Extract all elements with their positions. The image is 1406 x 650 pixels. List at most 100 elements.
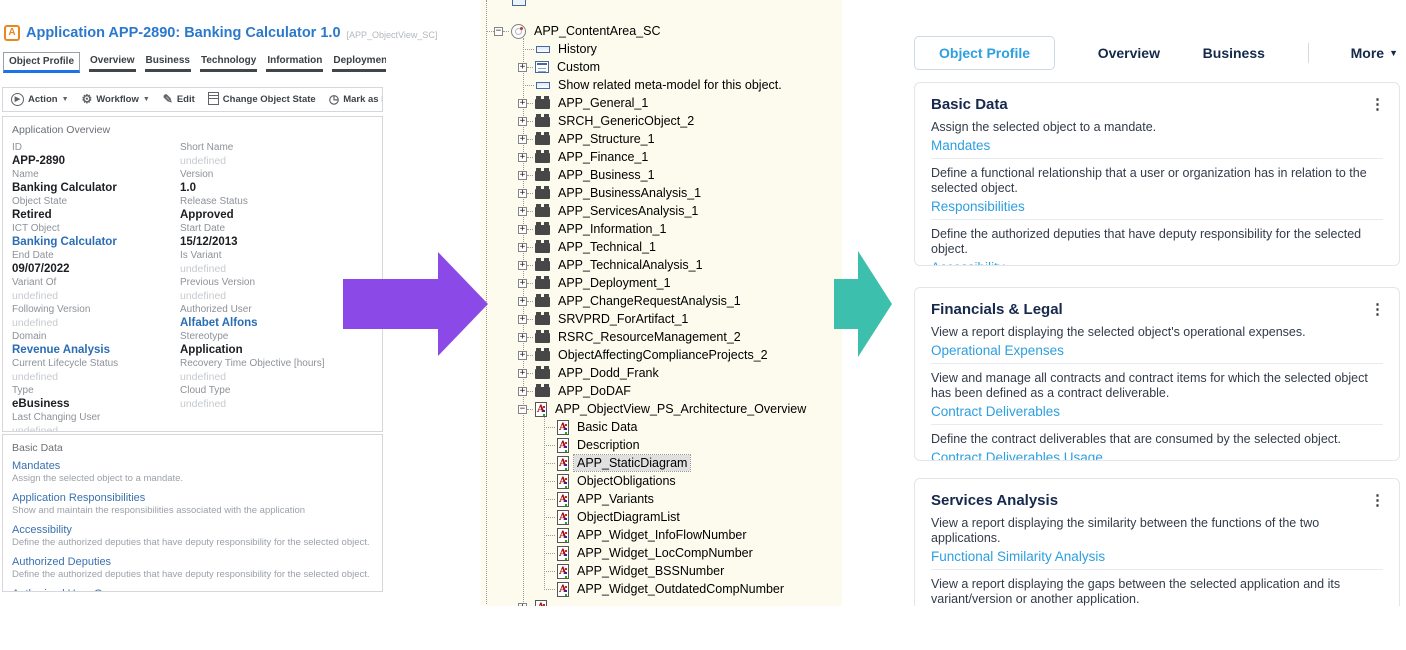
tree-item-app-objectview-ps-architecture-overview[interactable]: −APP_ObjectView_PS_Architecture_Overview bbox=[481, 400, 842, 418]
teal-arrow-icon bbox=[834, 251, 892, 357]
link-functional-similarity-analysis[interactable]: Functional Similarity Analysis bbox=[931, 549, 1383, 570]
toolbar-action-button[interactable]: Action▼ bbox=[11, 93, 69, 106]
tree-item-basic-data[interactable]: Basic Data bbox=[481, 418, 842, 436]
link-mandates[interactable]: Mandates bbox=[931, 138, 1383, 159]
tree-item-app-businessanalysis-1[interactable]: +APP_BusinessAnalysis_1 bbox=[481, 184, 842, 202]
expander-plus-icon[interactable]: + bbox=[518, 61, 527, 72]
field-value-domain[interactable]: Revenue Analysis bbox=[12, 344, 111, 356]
tree-item-app-contentarea-sc[interactable]: −APP_ContentArea_SC bbox=[481, 22, 842, 40]
tree-item-app-variants[interactable]: APP_Variants bbox=[481, 490, 842, 508]
expander-plus-icon[interactable]: + bbox=[518, 313, 527, 324]
link-contract-deliverables-usage[interactable]: Contract Deliverables Usage bbox=[931, 450, 1383, 460]
tab-object-profile[interactable]: Object Profile bbox=[914, 36, 1056, 70]
expander-plus-icon[interactable]: + bbox=[518, 151, 527, 162]
doca-icon bbox=[557, 491, 569, 507]
tree-item-app-finance-1[interactable]: +APP_Finance_1 bbox=[481, 148, 842, 166]
expander-plus-icon[interactable]: + bbox=[518, 367, 527, 378]
tree-item-description[interactable]: Description bbox=[481, 436, 842, 454]
expander-plus-icon[interactable]: + bbox=[518, 602, 527, 606]
tree-item-app-widget-outdatedcompnumber[interactable]: APP_Widget_OutdatedCompNumber bbox=[481, 580, 842, 598]
expander-plus-icon[interactable]: + bbox=[518, 115, 527, 126]
tree-item-app-business-1[interactable]: +APP_Business_1 bbox=[481, 166, 842, 184]
field-value-authorized-user[interactable]: Alfabet Alfons bbox=[180, 317, 258, 329]
expander-minus-icon[interactable]: − bbox=[494, 25, 503, 36]
field-value-start-date: 15/12/2013 bbox=[180, 236, 238, 248]
tab-overview[interactable]: Overview bbox=[1098, 45, 1160, 61]
tree-item-app-technicalanalysis-1[interactable]: +APP_TechnicalAnalysis_1 bbox=[481, 256, 842, 274]
link-operational-expenses[interactable]: Operational Expenses bbox=[931, 343, 1383, 364]
tree-item-custom[interactable]: +Custom bbox=[481, 58, 842, 76]
tab-more[interactable]: More▼ bbox=[1308, 43, 1398, 63]
tree-item-app-deployment-1[interactable]: +APP_Deployment_1 bbox=[481, 274, 842, 292]
expander-plus-icon[interactable]: + bbox=[518, 241, 527, 252]
tree-item-show-related-meta-model-for-this-object[interactable]: Show related meta-model for this object. bbox=[481, 76, 842, 94]
link-responsibilities[interactable]: Responsibilities bbox=[931, 199, 1383, 220]
tree-item-app-widget-loccompnumber[interactable]: APP_Widget_LocCompNumber bbox=[481, 544, 842, 562]
tree-item-rsrc-resourcemanagement-2[interactable]: +RSRC_ResourceManagement_2 bbox=[481, 328, 842, 346]
tree-connector bbox=[544, 552, 555, 554]
expander-plus-icon[interactable]: + bbox=[518, 205, 527, 216]
toolbar-workflow-button[interactable]: Workflow▼ bbox=[82, 94, 150, 106]
expander-plus-icon[interactable]: + bbox=[518, 169, 527, 180]
link-contract-deliverables[interactable]: Contract Deliverables bbox=[931, 404, 1383, 425]
tree-item-app-technical-1[interactable]: +APP_Technical_1 bbox=[481, 238, 842, 256]
expander-plus-icon[interactable]: + bbox=[518, 223, 527, 234]
tab-object-profile[interactable]: Object Profile bbox=[3, 52, 81, 73]
expander-plus-icon[interactable]: + bbox=[518, 259, 527, 270]
tree-item-srvprd-forartifact-1[interactable]: +SRVPRD_ForArtifact_1 bbox=[481, 310, 842, 328]
expander-plus-icon[interactable]: + bbox=[518, 187, 527, 198]
expander-plus-icon[interactable]: + bbox=[518, 331, 527, 342]
tree-connector bbox=[523, 48, 534, 50]
expander-plus-icon[interactable]: + bbox=[518, 277, 527, 288]
expander-minus-icon[interactable]: − bbox=[518, 403, 527, 414]
tab-overview[interactable]: Overview bbox=[89, 52, 136, 72]
expander-plus-icon[interactable]: + bbox=[518, 295, 527, 306]
tree-item-app-general-1[interactable]: +APP_General_1 bbox=[481, 94, 842, 112]
kebab-menu-icon[interactable]: ⋮ bbox=[1370, 96, 1385, 113]
toolbar-edit-button[interactable]: Edit bbox=[163, 94, 195, 106]
tree-item-app-dodaf[interactable]: +APP_DoDAF bbox=[481, 382, 842, 400]
tree-item-app-changerequestanalysis-1[interactable]: +APP_ChangeRequestAnalysis_1 bbox=[481, 292, 842, 310]
tree-item-app-information-1[interactable]: +APP_Information_1 bbox=[481, 220, 842, 238]
tab-information[interactable]: Information bbox=[266, 52, 324, 72]
tree-item-clipped[interactable]: + bbox=[481, 598, 842, 606]
tree-item-objectaffectingcomplianceprojects-2[interactable]: +ObjectAffectingComplianceProjects_2 bbox=[481, 346, 842, 364]
link-application-responsibilities[interactable]: Application Responsibilities bbox=[12, 492, 146, 504]
expander-plus-icon[interactable]: + bbox=[518, 97, 527, 108]
toolbar-change-object-state-button[interactable]: Change Object State bbox=[208, 92, 316, 108]
tree-item-objectdiagramlist[interactable]: ObjectDiagramList bbox=[481, 508, 842, 526]
expander-plus-icon[interactable]: + bbox=[518, 349, 527, 360]
tab-business[interactable]: Business bbox=[144, 52, 191, 72]
tree-item-app-servicesanalysis-1[interactable]: +APP_ServicesAnalysis_1 bbox=[481, 202, 842, 220]
expander-plus-icon[interactable]: + bbox=[518, 385, 527, 396]
tab-technology[interactable]: Technology bbox=[199, 52, 258, 72]
tree-item-history[interactable]: History bbox=[481, 40, 842, 58]
tree-item-objectobligations[interactable]: ObjectObligations bbox=[481, 472, 842, 490]
tree-item-app-staticdiagram[interactable]: APP_StaticDiagram bbox=[481, 454, 842, 472]
tree-item-label: APP_StaticDiagram bbox=[572, 454, 692, 472]
link-authorized-deputies[interactable]: Authorized Deputies bbox=[12, 556, 112, 568]
link-accessibility[interactable]: Accessibility bbox=[931, 260, 1383, 265]
dark-icon bbox=[535, 168, 550, 181]
field-value-end-date: 09/07/2022 bbox=[12, 263, 70, 275]
tree-item-app-widget-infoflownumber[interactable]: APP_Widget_InfoFlowNumber bbox=[481, 526, 842, 544]
expander-plus-icon[interactable]: + bbox=[518, 133, 527, 144]
tree-item-srch-genericobject-2[interactable]: +SRCH_GenericObject_2 bbox=[481, 112, 842, 130]
link-authorized-user-groups[interactable]: Authorized User Groups bbox=[12, 588, 373, 591]
link-mandates[interactable]: Mandates bbox=[12, 460, 61, 472]
tab-business[interactable]: Business bbox=[1203, 45, 1265, 61]
link-accessibility[interactable]: Accessibility bbox=[12, 524, 72, 536]
tab-deployments[interactable]: Deployments bbox=[332, 52, 386, 72]
toolbar-mark-as-reviewed-button[interactable]: Mark as Reviewed bbox=[329, 94, 382, 106]
purple-arrow-head bbox=[438, 252, 488, 356]
tree-item-app-widget-bssnumber[interactable]: APP_Widget_BSSNumber bbox=[481, 562, 842, 580]
field-value-ict-object[interactable]: Banking Calculator bbox=[12, 236, 117, 248]
tree-item-app-dodd-frank[interactable]: +APP_Dodd_Frank bbox=[481, 364, 842, 382]
tree-item-app-structure-1[interactable]: +APP_Structure_1 bbox=[481, 130, 842, 148]
kebab-menu-icon[interactable]: ⋮ bbox=[1370, 492, 1385, 509]
kebab-menu-icon[interactable]: ⋮ bbox=[1370, 301, 1385, 318]
dark-icon bbox=[535, 150, 550, 163]
